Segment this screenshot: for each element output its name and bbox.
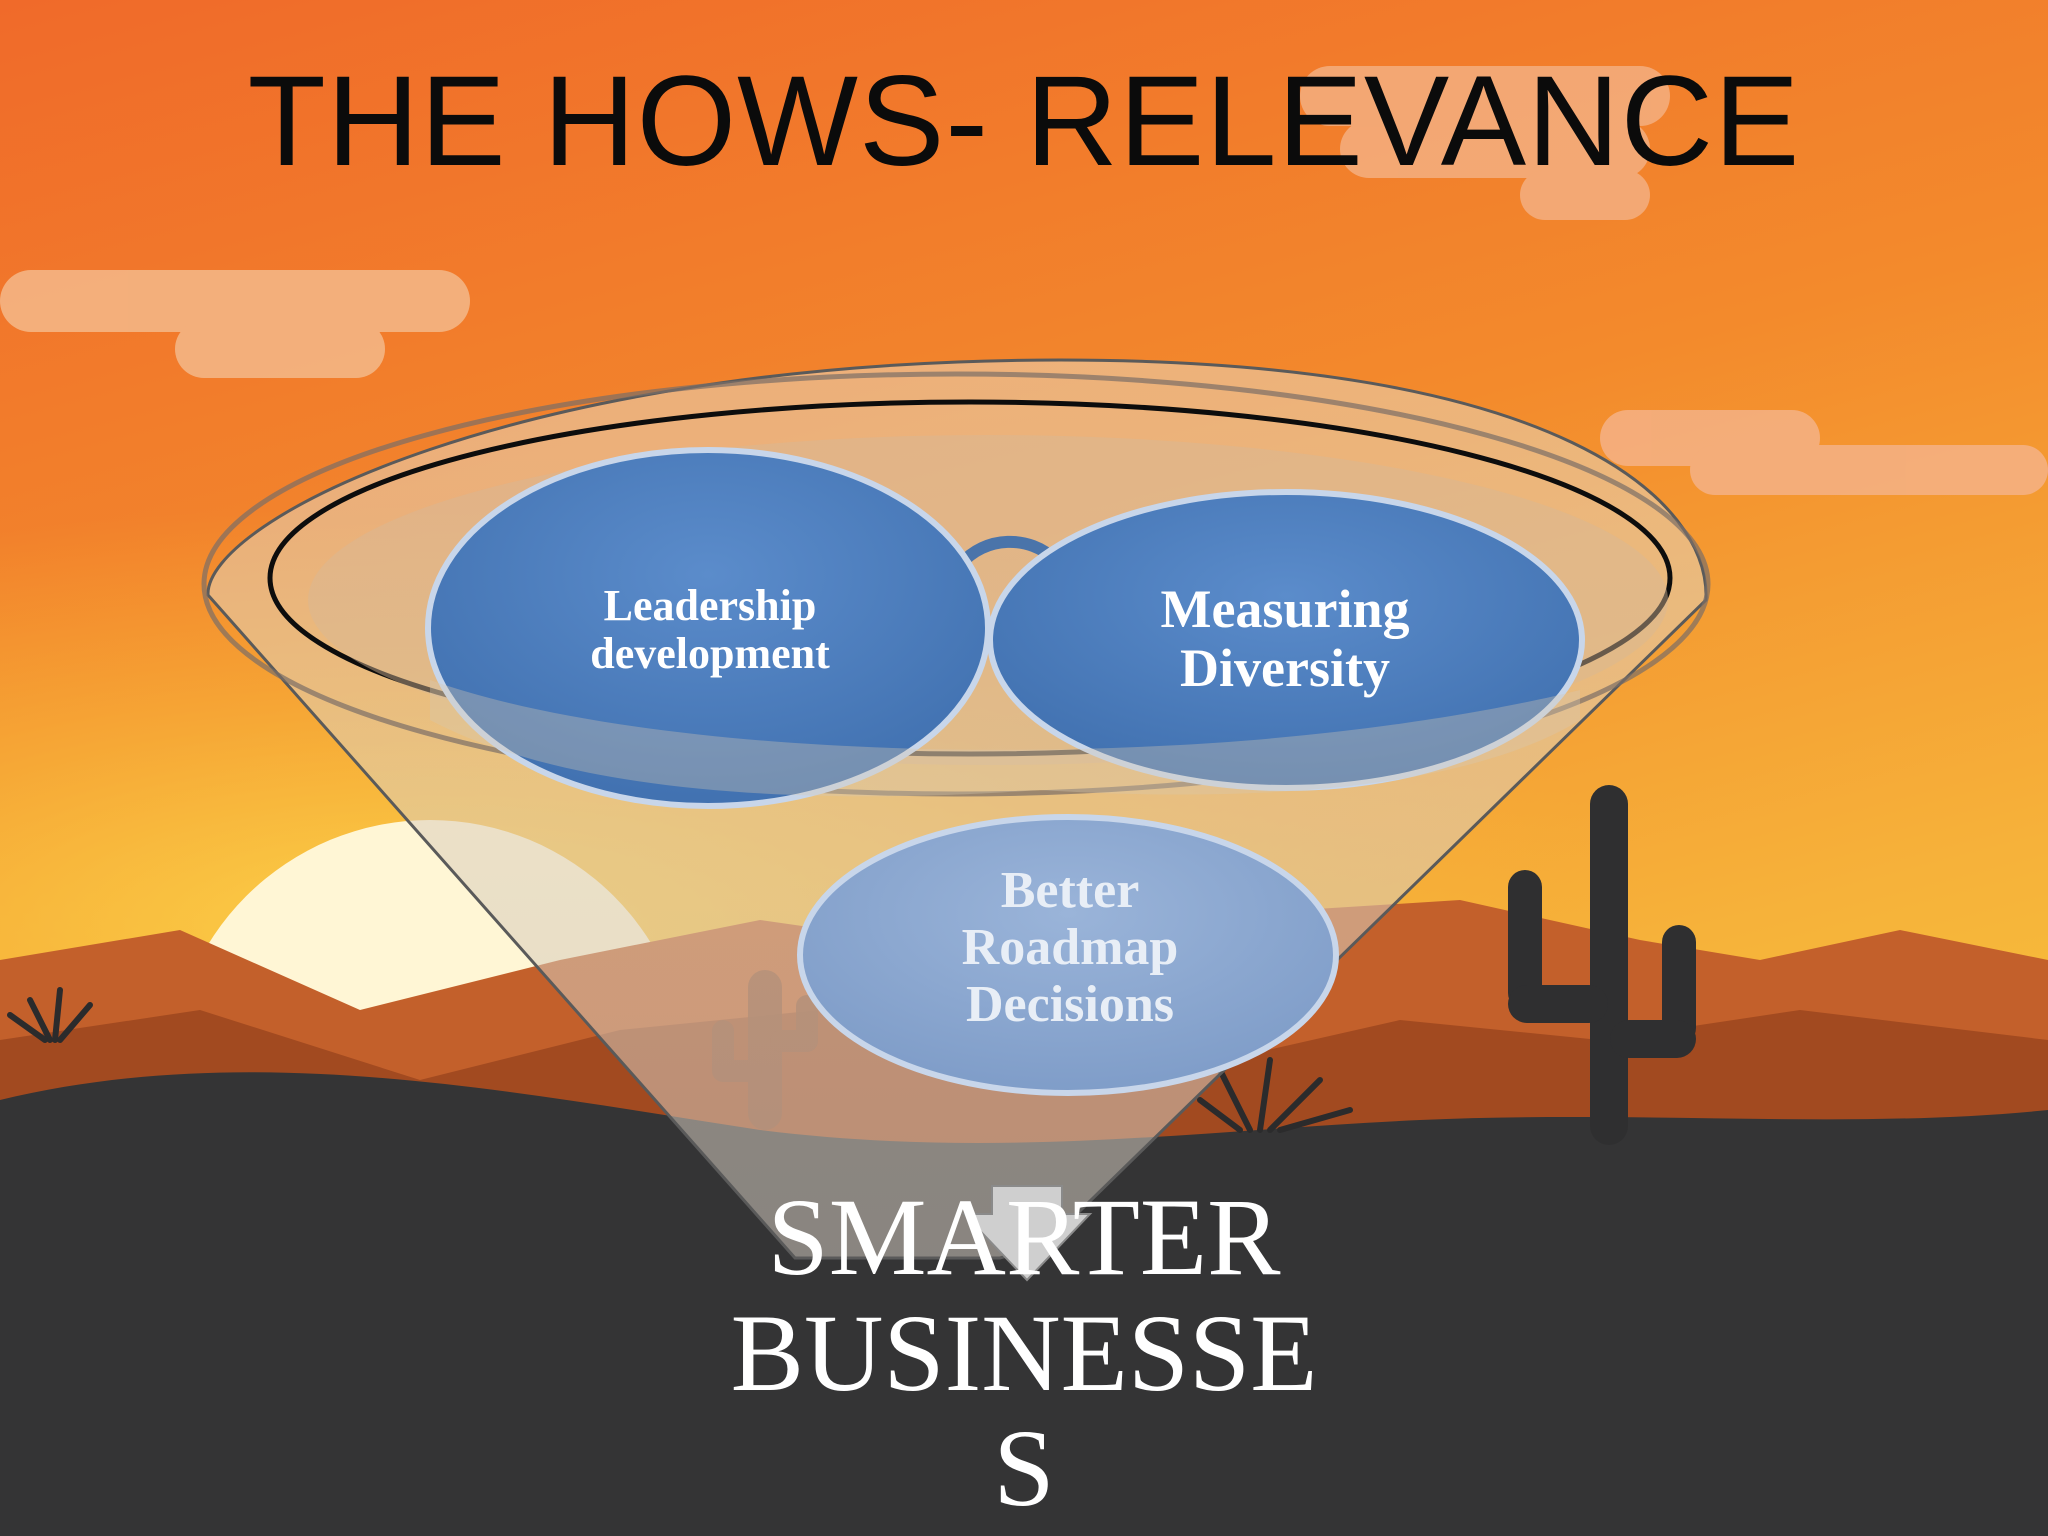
bubble-label-line: Decisions <box>966 976 1174 1034</box>
funnel-rim-outer <box>201 371 1711 797</box>
cactus-large <box>1508 785 1696 1145</box>
outcome-line: BUSINESSE <box>730 1291 1318 1414</box>
bubble-label-roadmap: Better Roadmap Decisions <box>880 862 1260 1034</box>
bubble-measuring <box>987 489 1585 791</box>
cloud-left <box>0 270 470 378</box>
bubble-label-line: development <box>590 629 830 679</box>
funnel-outcome: SMARTER BUSINESSE S <box>624 1176 1424 1529</box>
funnel-rim-inner <box>267 399 1673 757</box>
slide-title: THE HOWS- RELEVANCE <box>247 50 1801 193</box>
bubble-label-line: Leadership <box>603 581 817 630</box>
bubble-glass-overlay <box>430 680 1580 797</box>
bubble-roadmap <box>797 814 1339 1096</box>
bubble-label-line: Roadmap <box>961 919 1179 977</box>
grass-center <box>1197 1057 1353 1133</box>
outcome-line: SMARTER <box>767 1176 1281 1298</box>
funnel-spout-arrow <box>961 1185 1093 1282</box>
grass-left <box>7 987 93 1043</box>
bubble-label-line: Measuring <box>1160 579 1410 639</box>
bubble-label-line: Better <box>1000 862 1140 919</box>
foreground-ground <box>0 1072 2048 1536</box>
bubble-label-measuring: Measuring Diversity <box>1100 579 1470 699</box>
bubble-label-leadership: Leadership development <box>500 581 920 679</box>
bubble-label-line: Diversity <box>1180 638 1390 699</box>
cloud-top-right <box>1300 66 1670 220</box>
cloud-right <box>1600 410 2048 495</box>
outcome-line: S <box>993 1407 1055 1529</box>
